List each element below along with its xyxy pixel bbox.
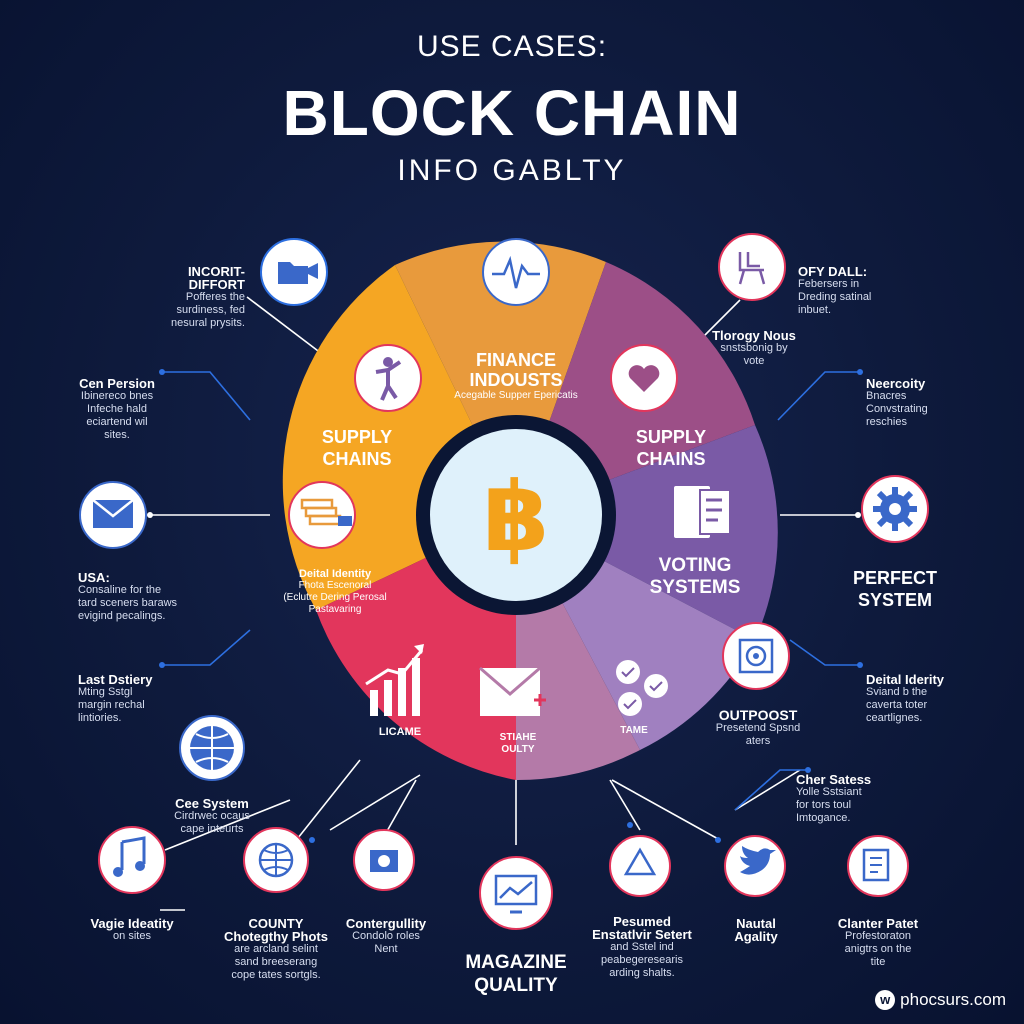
bitcoin-icon: ฿ [483, 461, 550, 573]
document-icon [674, 486, 731, 538]
target-camera-icon [722, 622, 790, 690]
hub-disc [430, 429, 602, 601]
bird-icon [724, 835, 786, 897]
segment-licame-label: LICAME [378, 726, 422, 738]
callout-right-1: OFY DALL:Febersers in Dreding satinal in… [798, 264, 872, 316]
envelope-plus-icon [479, 666, 546, 716]
segment-finance [395, 241, 606, 515]
finance-subtitle: Acegable Supper Epericatis [454, 390, 578, 401]
chair-icon [718, 233, 786, 301]
main-title: BLOCK CHAIN [282, 77, 742, 149]
cards-icon [288, 481, 356, 549]
trend-monitor-icon [479, 856, 553, 930]
world-grid-icon [243, 827, 309, 893]
bottom-item-5: MAGAZINE QUALITY [465, 952, 567, 996]
subtitle: INFO GABLTY [397, 154, 627, 187]
icon-circles [79, 233, 929, 930]
segment-digital-label: Deital Identity Fhota Escenoral (Eclutre… [255, 556, 415, 628]
callout-left-3: USA:Consaline for the tard sceners baraw… [78, 570, 178, 622]
brand-watermark: w phocsurs.com [875, 990, 1006, 1010]
checkmark-nodes-icon [616, 660, 668, 716]
segment-supply-right-label: SUPPLY CHAINS [635, 427, 707, 469]
segment-voting [516, 425, 778, 640]
digital-body: Fhota Escenoral (Eclutre Dering Perosal … [283, 580, 387, 615]
music-note-icon [98, 826, 166, 894]
callout-right-4: PERFECT SYSTEM [852, 568, 937, 610]
finance-title: FINANCE INDOUSTS [469, 350, 563, 390]
connector-dots [159, 369, 863, 843]
person-icon [354, 344, 422, 412]
bar-chart-icon [365, 644, 424, 716]
segment-finance-label: FINANCE INDOUSTS Acegable Supper Eperica… [430, 330, 602, 422]
blue-connectors [162, 371, 860, 811]
heart-icon [610, 344, 678, 412]
white-dots [147, 512, 861, 518]
segment-tame-label: TAME [620, 725, 648, 736]
globe-icon [179, 715, 245, 781]
brand-text: phocsurs.com [900, 990, 1006, 1009]
supertitle: USE CASES: [416, 30, 608, 63]
pulse-monitor-icon [482, 238, 550, 306]
bottom-item-7: Nautal Agality [734, 916, 778, 944]
segment-voting-label: VOTING SYSTEMS [649, 555, 741, 598]
clipboard-icon [847, 835, 909, 897]
digital-title: Deital Identity [298, 568, 372, 580]
mail-icon [79, 481, 147, 549]
brand-logo-icon: w [875, 990, 896, 1010]
gear-icon [861, 475, 929, 543]
camera-icon [353, 829, 415, 891]
recycle-icon [609, 835, 671, 897]
segment-supply-left-label: SUPPLY CHAINS [321, 427, 393, 469]
folder-icon [260, 238, 328, 306]
segment-stare-label: STIAHE OULTY [499, 732, 537, 755]
